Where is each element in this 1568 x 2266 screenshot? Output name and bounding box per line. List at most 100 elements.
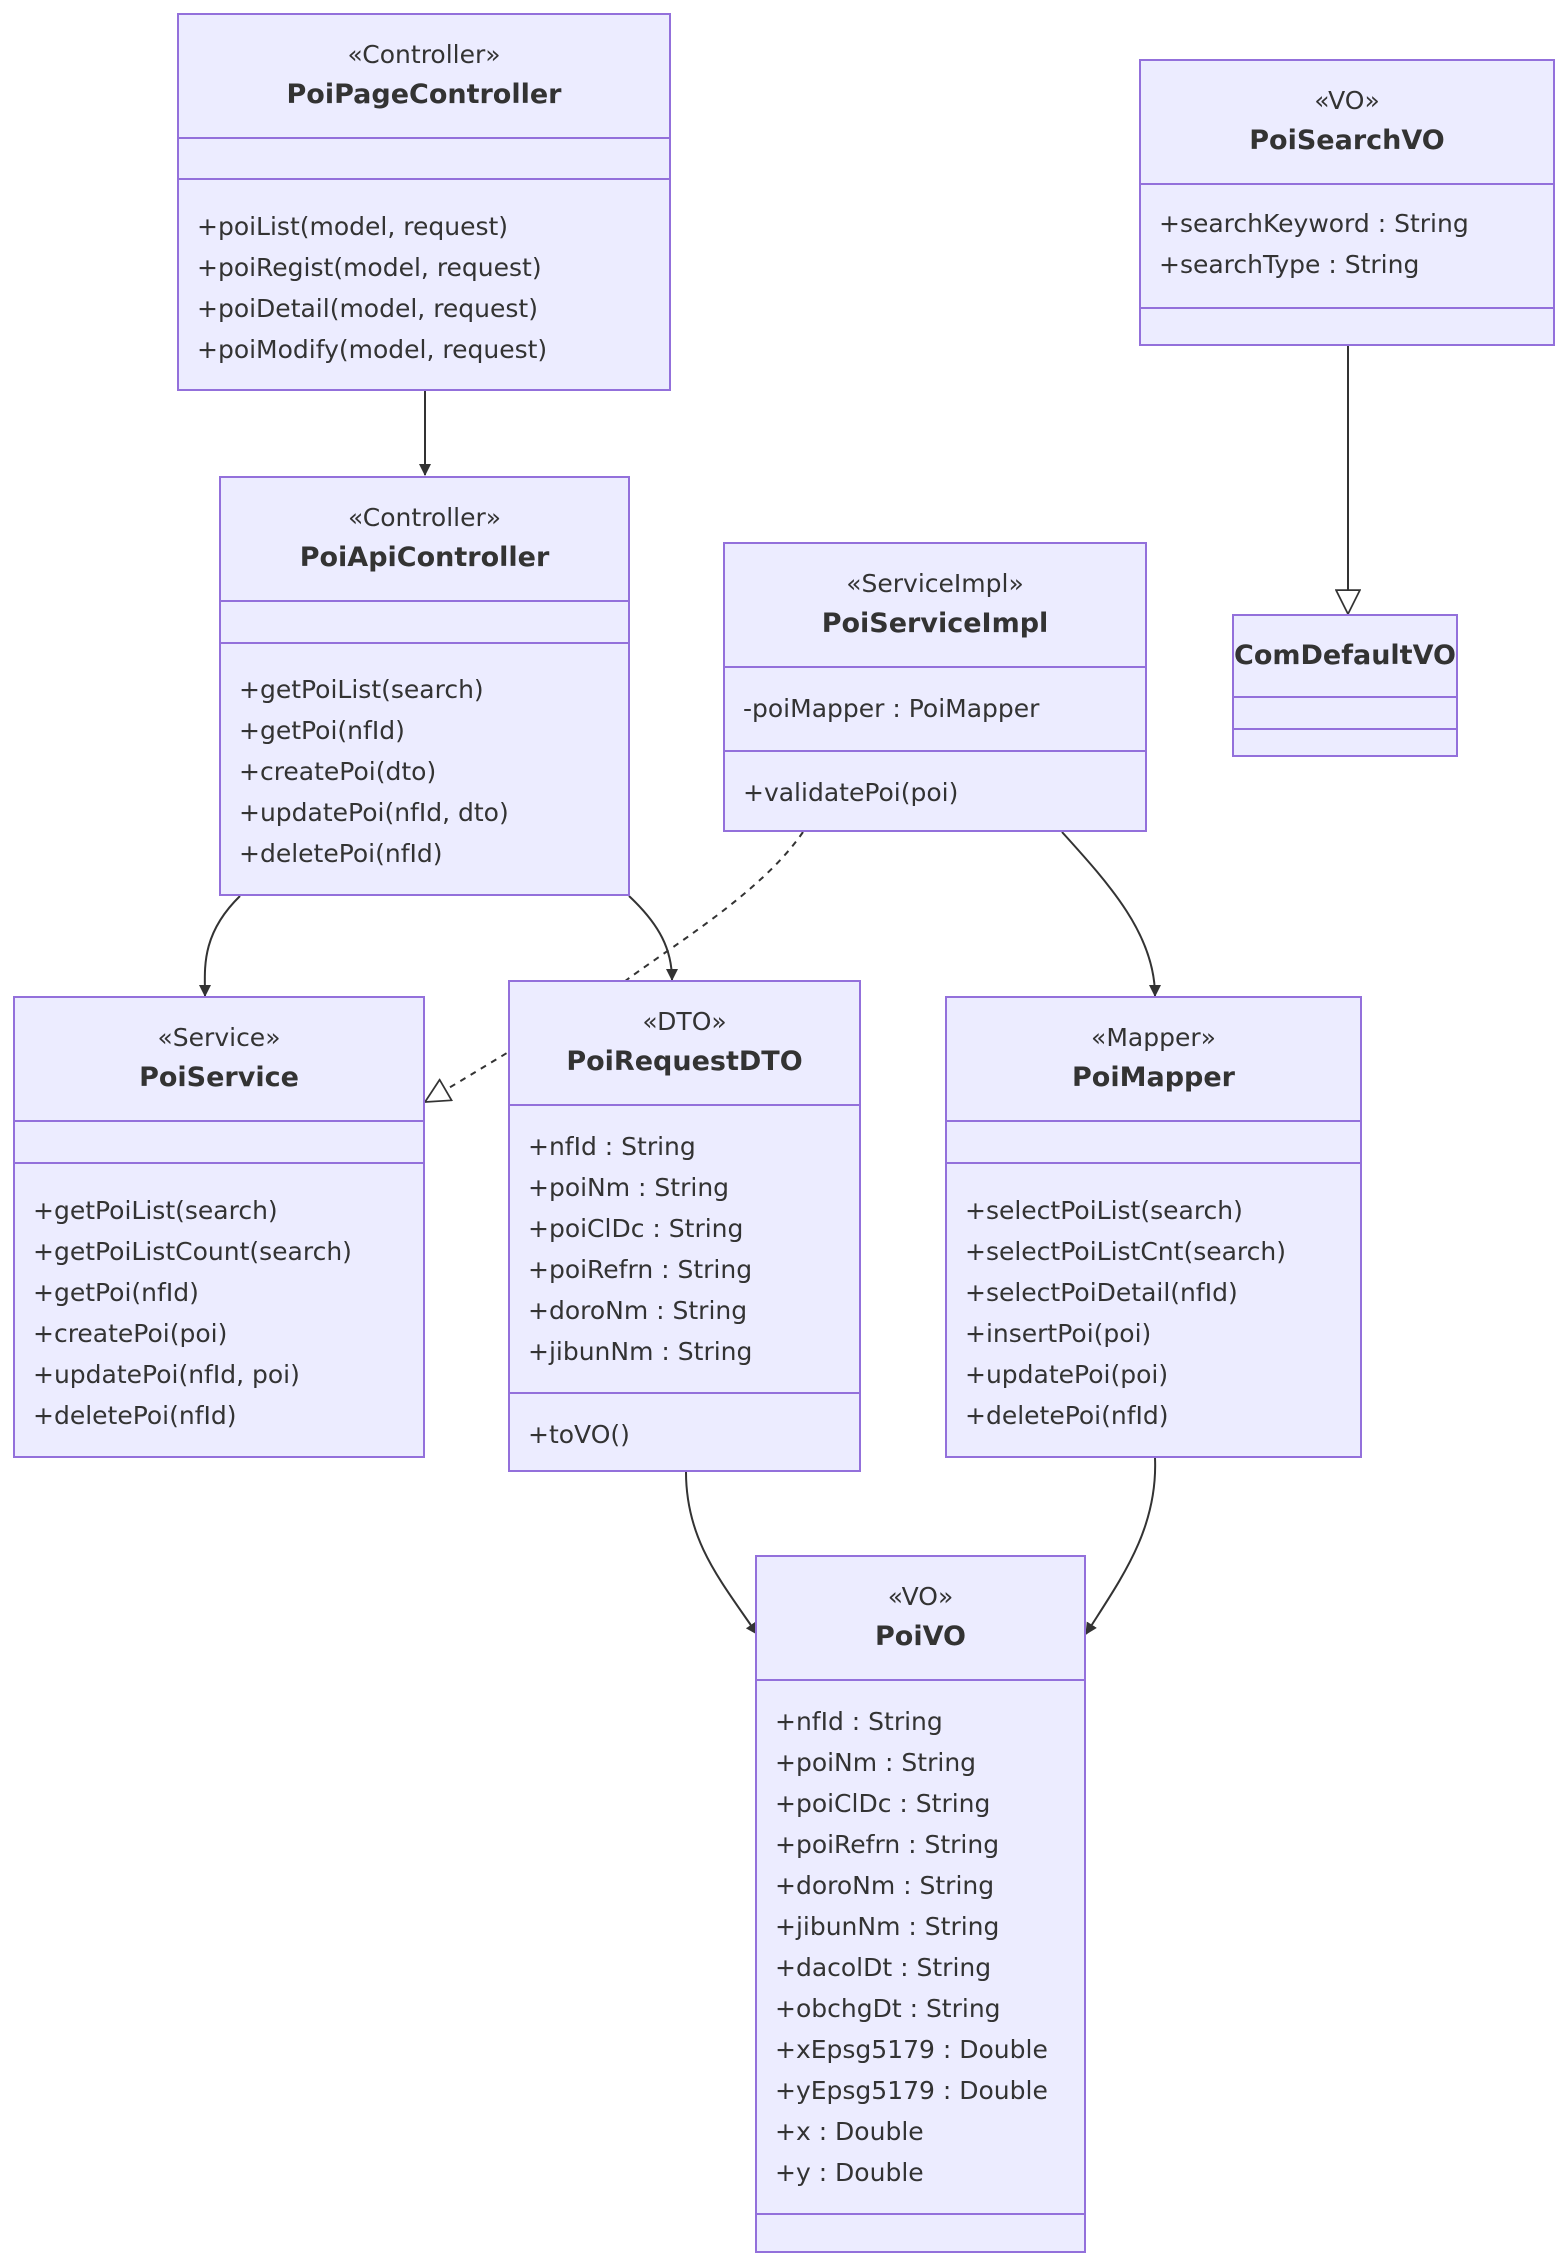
methods-section: +selectPoiList(search) +selectPoiListCnt… (947, 1162, 1360, 1436)
methods-section: +getPoiList(search) +getPoi(nfId) +creat… (221, 642, 628, 874)
class-header: «DTO» PoiRequestDTO (510, 982, 859, 1106)
attribute-item: +poiClDc : String (775, 1789, 991, 1818)
stereotype-label: «Service» (157, 1023, 281, 1052)
class-header: «Controller» PoiApiController (221, 478, 628, 602)
class-poirequestdto: «DTO» PoiRequestDTO +nfId : String +poiN… (508, 980, 861, 1472)
class-header: «VO» PoiSearchVO (1141, 61, 1553, 185)
attributes-section: -poiMapper : PoiMapper (725, 668, 1145, 750)
method-item: +getPoi(nfId) (33, 1278, 199, 1307)
method-item: +selectPoiDetail(nfId) (965, 1278, 1238, 1307)
link-serviceimpl-poiservice (425, 831, 804, 1102)
class-name: PoiRequestDTO (566, 1046, 803, 1077)
methods-section: +getPoiList(search) +getPoiListCount(sea… (15, 1162, 423, 1436)
attributes-section: +nfId : String +poiNm : String +poiClDc … (757, 1681, 1084, 2213)
class-name: PoiService (139, 1062, 299, 1093)
attributes-section: +nfId : String +poiNm : String +poiClDc … (510, 1106, 859, 1392)
attribute-item: +jibunNm : String (775, 1912, 1000, 1941)
method-item: +poiDetail(model, request) (197, 294, 538, 323)
method-item: +getPoi(nfId) (239, 716, 405, 745)
link-requestdto-poivo (685, 1471, 758, 1635)
method-item: +getPoiList(search) (33, 1196, 278, 1225)
attribute-item: +poiClDc : String (528, 1214, 744, 1243)
class-poisearchvo: «VO» PoiSearchVO +searchKeyword : String… (1139, 59, 1555, 346)
class-name: PoiSearchVO (1249, 125, 1445, 156)
method-item: +toVO() (528, 1420, 630, 1449)
method-item: +updatePoi(nfId, poi) (33, 1360, 300, 1389)
method-item: +getPoiListCount(search) (33, 1237, 352, 1266)
method-item: +poiRegist(model, request) (197, 253, 542, 282)
link-serviceimpl-poimapper (1061, 831, 1161, 997)
class-poivo: «VO» PoiVO +nfId : String +poiNm : Strin… (755, 1555, 1086, 2253)
attribute-item: -poiMapper : PoiMapper (743, 694, 1040, 723)
attribute-item: +poiRefrn : String (528, 1255, 753, 1284)
class-name: PoiVO (875, 1621, 966, 1652)
attribute-item: +obchgDt : String (775, 1994, 1001, 2023)
stereotype-label: «DTO» (642, 1007, 727, 1036)
class-header: «Controller» PoiPageController (179, 15, 669, 139)
class-header: «VO» PoiVO (757, 1557, 1084, 1681)
method-item: +selectPoiList(search) (965, 1196, 1243, 1225)
class-header: «Service» PoiService (15, 998, 423, 1122)
attribute-item: +xEpsg5179 : Double (775, 2035, 1048, 2064)
method-item: +updatePoi(poi) (965, 1360, 1169, 1389)
method-item: +getPoiList(search) (239, 675, 484, 704)
attribute-item: +yEpsg5179 : Double (775, 2076, 1048, 2105)
attribute-item: +doroNm : String (775, 1871, 995, 1900)
stereotype-label: «VO» (887, 1582, 954, 1611)
stereotype-label: «VO» (1314, 86, 1380, 115)
class-poiservice: «Service» PoiService +getPoiList(search)… (13, 996, 425, 1458)
methods-section (1234, 728, 1456, 757)
class-name: PoiApiController (299, 542, 550, 573)
stereotype-label: «ServiceImpl» (846, 569, 1024, 598)
methods-section: +toVO() (510, 1392, 859, 1455)
method-item: +selectPoiListCnt(search) (965, 1237, 1287, 1266)
attribute-item: +poiNm : String (528, 1173, 730, 1202)
methods-section: +validatePoi(poi) (725, 750, 1145, 813)
class-poiserviceimpl: «ServiceImpl» PoiServiceImpl -poiMapper … (723, 542, 1147, 832)
class-name: PoiPageController (286, 79, 562, 110)
class-name: ComDefaultVO (1234, 640, 1456, 671)
method-item: +insertPoi(poi) (965, 1319, 1152, 1348)
method-item: +validatePoi(poi) (743, 778, 959, 807)
class-name: PoiMapper (1072, 1062, 1235, 1093)
class-name: PoiServiceImpl (821, 608, 1049, 639)
methods-section (757, 2213, 1084, 2251)
stereotype-label: «Controller» (347, 503, 502, 532)
attributes-section (15, 1122, 423, 1162)
attributes-section (1234, 698, 1456, 728)
class-poimapper: «Mapper» PoiMapper +selectPoiList(search… (945, 996, 1362, 1458)
stereotype-label: «Mapper» (1091, 1023, 1216, 1052)
method-item: +poiList(model, request) (197, 212, 509, 241)
attributes-section (221, 602, 628, 642)
attribute-item: +doroNm : String (528, 1296, 748, 1325)
method-item: +createPoi(dto) (239, 757, 437, 786)
method-item: +createPoi(poi) (33, 1319, 228, 1348)
class-header: «ServiceImpl» PoiServiceImpl (725, 544, 1145, 668)
method-item: +poiModify(model, request) (197, 335, 548, 364)
method-item: +deletePoi(nfId) (33, 1401, 237, 1430)
attribute-item: +jibunNm : String (528, 1337, 753, 1366)
methods-section (1141, 307, 1553, 344)
method-item: +updatePoi(nfId, dto) (239, 798, 509, 827)
attributes-section: +searchKeyword : String +searchType : St… (1141, 185, 1553, 307)
attribute-item: +nfId : String (775, 1707, 943, 1736)
class-poipagecontroller: «Controller» PoiPageController +poiList(… (177, 13, 671, 391)
attribute-item: +searchKeyword : String (1159, 209, 1469, 238)
attributes-section (179, 139, 669, 178)
stereotype-label: «Controller» (347, 40, 501, 69)
attribute-item: +poiNm : String (775, 1748, 977, 1777)
method-item: +deletePoi(nfId) (239, 839, 443, 868)
link-poimapper-poivo (1085, 1457, 1157, 1635)
class-header: «Mapper» PoiMapper (947, 998, 1360, 1122)
attribute-item: +x : Double (775, 2117, 924, 2146)
class-header: ComDefaultVO (1234, 616, 1456, 698)
attribute-item: +y : Double (775, 2158, 924, 2187)
class-poiapicontroller: «Controller» PoiApiController +getPoiLis… (219, 476, 630, 896)
link-apicontroller-poiservice (198, 895, 241, 997)
attributes-section (947, 1122, 1360, 1162)
attribute-item: +searchType : String (1159, 250, 1420, 279)
attribute-item: +poiRefrn : String (775, 1830, 1000, 1859)
link-apicontroller-requestdto (628, 895, 678, 981)
methods-section: +poiList(model, request) +poiRegist(mode… (179, 178, 669, 370)
